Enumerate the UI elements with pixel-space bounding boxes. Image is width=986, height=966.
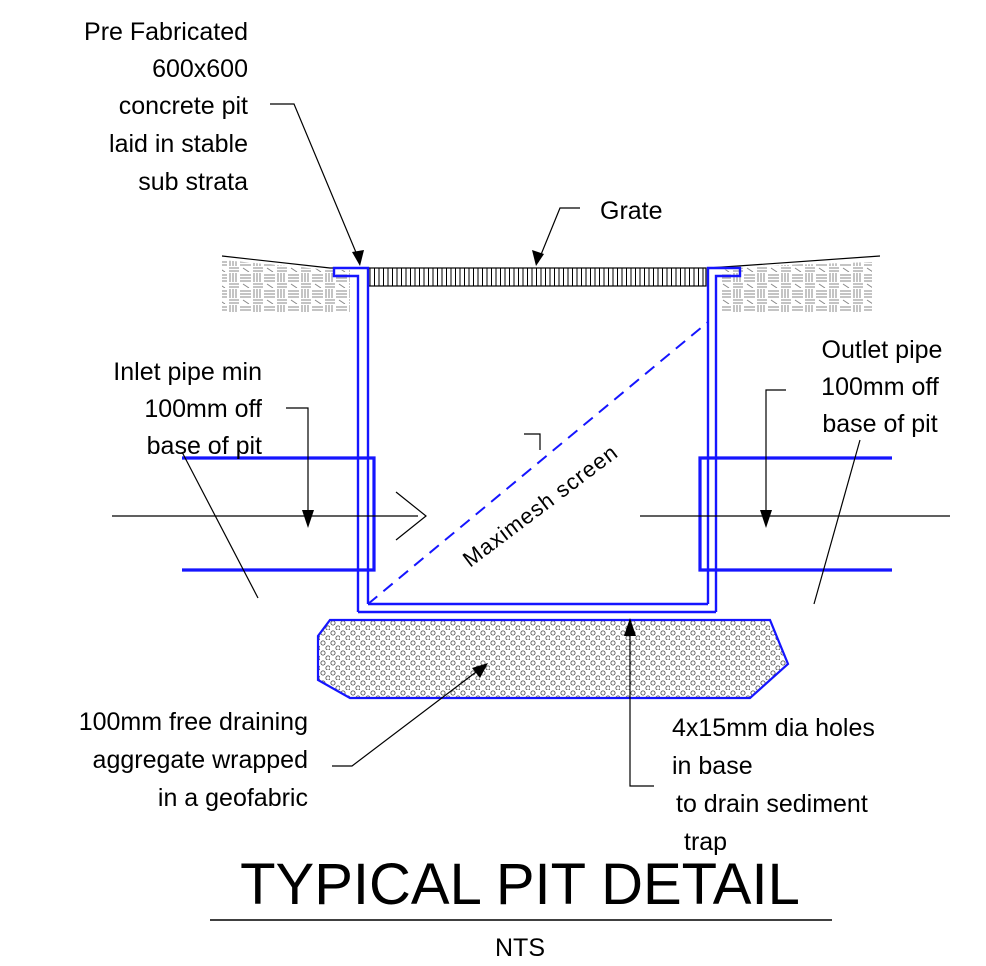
- screen-label: Maximesh screen: [458, 439, 623, 572]
- drawing-title: TYPICAL PIT DETAIL: [240, 852, 800, 917]
- svg-text:Pre Fabricated: Pre Fabricated: [84, 18, 248, 46]
- svg-text:in a geofabric: in a geofabric: [158, 784, 308, 812]
- drawing-scale: NTS: [495, 934, 545, 962]
- inlet-label: Inlet pipe min 100mm off base of pit: [113, 358, 262, 460]
- svg-text:Inlet pipe min: Inlet pipe min: [113, 358, 262, 386]
- svg-text:laid in stable: laid in stable: [109, 130, 248, 158]
- soil-hatch-right: [722, 262, 872, 312]
- holes-label: 4x15mm dia holes in base to drain sedime…: [672, 714, 875, 856]
- svg-text:in base: in base: [672, 752, 753, 780]
- aggregate-bed: [316, 618, 790, 700]
- inlet-pipe: [112, 456, 427, 572]
- grate-label: Grate: [600, 197, 663, 225]
- aggregate-label: 100mm free draining aggregate wrapped in…: [79, 708, 308, 812]
- outlet-pipe: [640, 456, 950, 572]
- concrete-pit: [332, 266, 742, 614]
- outlet-label: Outlet pipe 100mm off base of pit: [821, 336, 942, 438]
- pit-label: Pre Fabricated 600x600 concrete pit laid…: [84, 18, 248, 196]
- svg-text:concrete pit: concrete pit: [119, 92, 248, 120]
- svg-text:base of pit: base of pit: [822, 410, 937, 438]
- svg-text:4x15mm dia holes: 4x15mm dia holes: [672, 714, 875, 742]
- grate: [367, 267, 707, 287]
- leader-lines: [181, 103, 861, 787]
- svg-text:trap: trap: [684, 828, 727, 856]
- ground: [221, 255, 881, 312]
- svg-text:100mm off: 100mm off: [144, 395, 262, 423]
- svg-text:100mm free draining: 100mm free draining: [79, 708, 308, 736]
- svg-text:base of pit: base of pit: [147, 432, 262, 460]
- svg-text:to drain sediment: to drain sediment: [676, 790, 868, 818]
- svg-text:600x600: 600x600: [152, 55, 248, 83]
- svg-text:Outlet pipe: Outlet pipe: [822, 336, 943, 364]
- maximesh-screen: Maximesh screen: [367, 321, 709, 605]
- svg-text:aggregate wrapped: aggregate wrapped: [93, 746, 308, 774]
- soil-hatch-left: [222, 260, 350, 312]
- svg-text:sub strata: sub strata: [138, 168, 248, 196]
- svg-text:100mm off: 100mm off: [821, 373, 939, 401]
